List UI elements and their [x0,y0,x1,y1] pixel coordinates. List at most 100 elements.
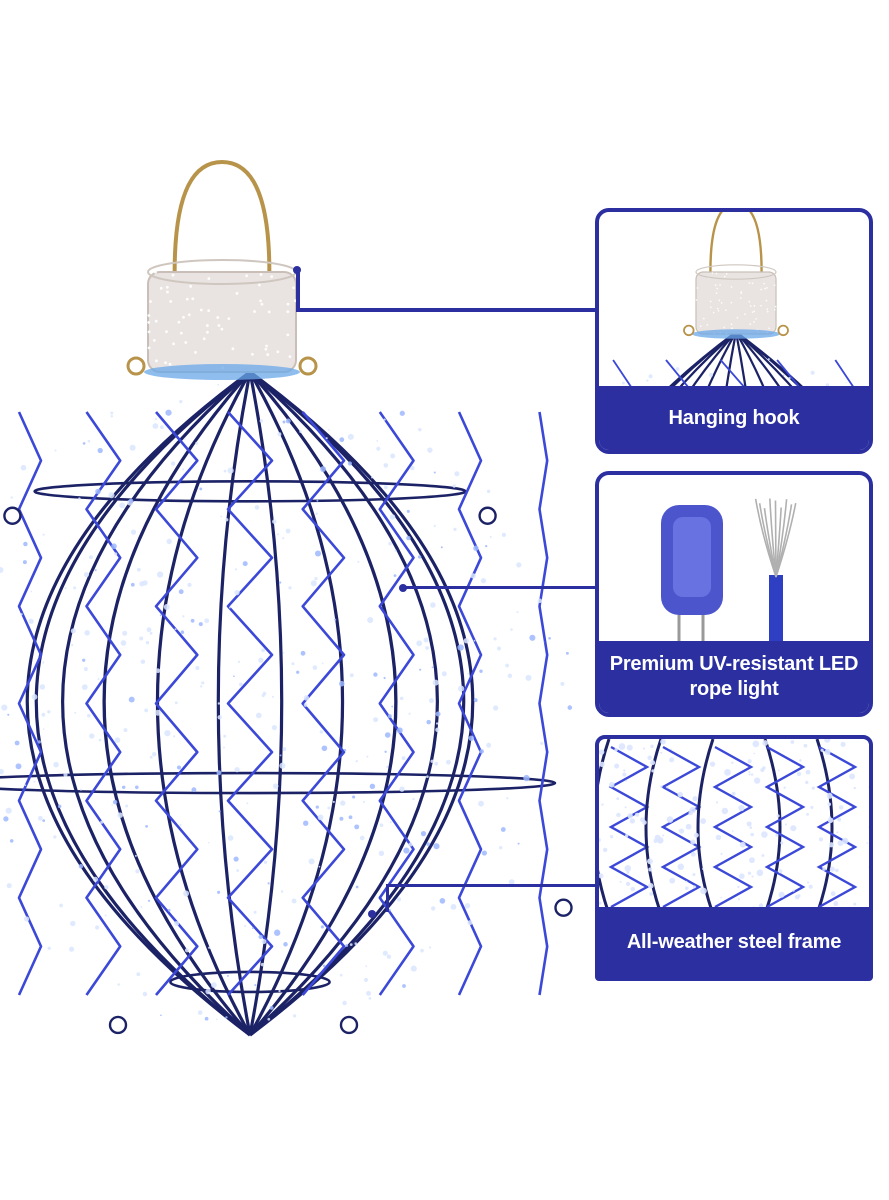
led-dot [108,492,115,499]
led-dot [321,662,324,665]
cap-sparkle [725,309,727,312]
led-dot [136,972,141,977]
led-dot [384,732,391,738]
led-dot [53,761,59,768]
led-dot [835,868,839,873]
led-dot [548,636,551,640]
cap-sparkle [217,324,221,327]
cap-sparkle [715,292,718,294]
led-dot [601,803,604,806]
cap-sparkle [253,310,256,313]
callout-label-led-rope-light: Premium UV-resistant LED rope light [599,641,869,713]
rope-light [17,411,43,996]
led-dot [432,679,439,686]
led-dot [650,760,656,766]
led-dot [170,461,176,466]
led-dot [866,842,869,844]
led-dot [780,841,784,845]
led-dot [81,684,88,691]
led-dot [761,831,768,838]
led-dot [431,666,434,669]
cap-sparkle [753,305,756,307]
cap-sparkle [288,355,292,359]
led-dot [63,772,68,777]
led-dot [690,839,696,845]
led-dot [208,946,211,949]
cap-sparkle [185,297,189,301]
led-dot [429,946,432,949]
led-dot [163,604,170,610]
led-bulb-inner [673,517,711,597]
led-dot [282,747,287,752]
led-dot [120,640,127,646]
led-dot [283,942,288,947]
led-dot [666,816,674,823]
callout-steel-frame: All-weather steel frame [595,735,873,981]
led-dot [272,783,279,789]
led-dot [152,752,157,757]
led-dot [805,769,811,775]
led-dot [140,906,143,908]
led-dot [838,805,844,810]
frame-wire [34,370,251,1037]
led-dot [619,880,622,883]
led-dot [386,765,389,769]
led-dot [237,660,241,664]
led-dot [614,763,620,769]
led-dot [724,768,731,776]
connector-line-hook [296,272,300,310]
led-dot [42,728,45,730]
led-dot [389,514,396,520]
led-dot [693,832,699,838]
led-dot [657,839,663,844]
led-dot [347,433,354,440]
led-dot [328,429,330,431]
cap-sparkle [189,284,193,288]
cap-sparkle [730,323,733,326]
led-dot [685,823,692,830]
wire-strand [775,502,797,578]
led-dot [348,815,353,820]
led-dot [321,745,328,752]
led-dot [339,437,345,443]
led-dot [53,835,57,839]
cap-sparkle [718,299,721,302]
led-dot [144,708,149,713]
led-dot [829,816,831,819]
cap-sparkle [199,308,203,312]
led-dot [828,842,835,848]
led-dot [731,761,734,764]
led-dot [788,376,791,380]
cap-sparkle [251,352,254,356]
led-dot [134,854,137,857]
led-dot [820,748,824,752]
led-dot [439,898,446,904]
cap-sparkle [257,283,261,287]
led-dot [692,873,696,877]
led-dot [685,886,689,890]
led-dot [205,988,211,995]
cap-sparkle [191,297,195,301]
led-dot [399,696,404,701]
led-dot [254,505,260,510]
led-dot [426,719,431,725]
led-dot [111,543,117,550]
led-dot [303,695,310,701]
led-dot [516,611,519,614]
led-dot [542,641,545,643]
cap-sparkle [267,310,271,314]
led-dot [225,518,229,522]
led-dot [430,759,434,763]
cap-sparkle [194,350,197,354]
led-dot [233,856,239,862]
led-dot [262,691,267,696]
led-dot [220,515,223,518]
frame-wire [599,739,611,911]
led-dot [662,834,665,837]
led-dot [425,646,429,650]
led-dot [354,824,360,830]
rope-light [226,411,274,996]
led-dot [129,444,136,451]
led-dot [104,914,107,917]
